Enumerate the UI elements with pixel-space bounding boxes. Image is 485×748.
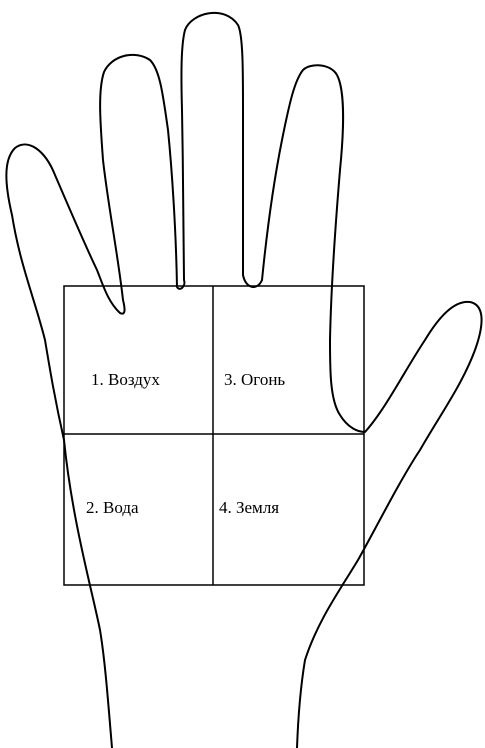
zone-label-fire: 3. Огонь <box>224 371 285 388</box>
palm-grid-frame <box>64 286 364 585</box>
zone-label-earth: 4. Земля <box>219 499 279 516</box>
zone-label-air: 1. Воздух <box>91 371 160 388</box>
zone-label-water: 2. Вода <box>86 499 139 516</box>
